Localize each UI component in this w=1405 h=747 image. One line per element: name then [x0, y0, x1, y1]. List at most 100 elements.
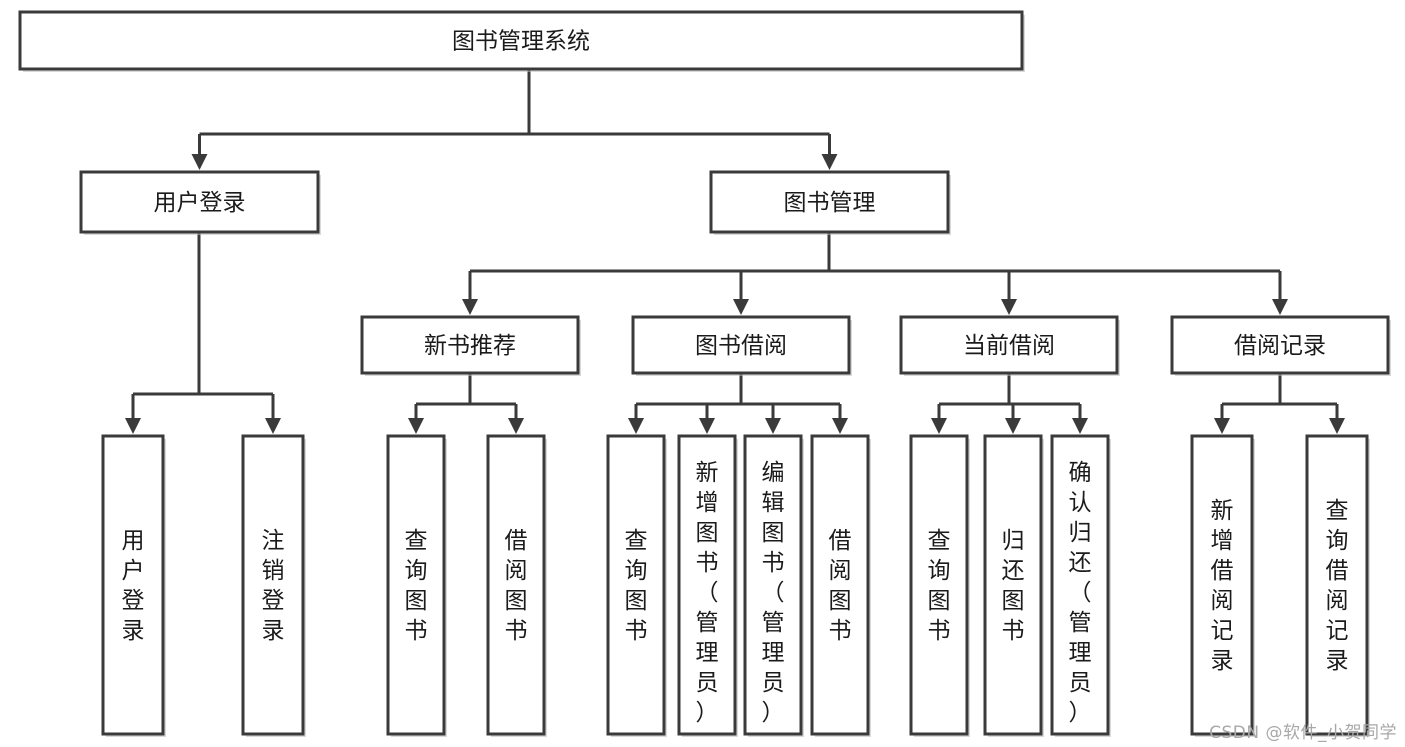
node-label-char: 管 — [696, 610, 719, 636]
node-label-user-login: 用户登录 — [154, 190, 246, 216]
node-label-char: 管 — [762, 610, 785, 636]
node-label-char: 户 — [122, 558, 145, 584]
node-label-char: 图 — [625, 588, 648, 614]
node-label-char: 图 — [696, 520, 719, 546]
node-label-char: 图 — [405, 588, 428, 614]
node-label-char: ） — [1069, 700, 1092, 726]
node-user-login[interactable]: 用户登录 — [79, 170, 321, 235]
node-label-char: 借 — [1211, 558, 1234, 584]
node-label-char: 编 — [762, 460, 785, 486]
node-label-char: 管 — [1069, 610, 1092, 636]
node-label-char: 借 — [829, 528, 852, 554]
node-label-char: 员 — [696, 670, 719, 696]
node-label-char: 登 — [122, 588, 145, 614]
node-label-char: 图 — [1002, 588, 1025, 614]
node-label-char: 阅 — [1326, 588, 1349, 614]
node-label-char: ） — [696, 700, 719, 726]
node-label-char: 查 — [928, 528, 951, 554]
node-label-char: 确 — [1069, 460, 1092, 486]
node-label-borrow-record: 借阅记录 — [1234, 333, 1326, 359]
node-label-char: 注 — [262, 528, 285, 554]
node-label-char: 登 — [262, 588, 285, 614]
node-label-char: （ — [696, 580, 719, 606]
node-label-char: 销 — [262, 558, 285, 584]
connector-new-book-recommend — [408, 373, 524, 434]
node-boxes: 图书管理系统用户登录图书管理新书推荐图书借阅当前借阅借阅记录用户登录注销登录查询… — [18, 10, 1391, 737]
node-current-borrow[interactable]: 当前借阅 — [899, 315, 1120, 376]
node-label-char: 员 — [762, 670, 785, 696]
connector-current-borrow — [931, 373, 1088, 434]
node-borrow-record[interactable]: 借阅记录 — [1170, 315, 1391, 376]
node-leaf-user-login[interactable]: 用户登录 — [101, 434, 166, 737]
node-label-char: 阅 — [505, 558, 528, 584]
node-new-book-recommend[interactable]: 新书推荐 — [360, 315, 581, 376]
node-book-manage[interactable]: 图书管理 — [709, 170, 951, 235]
node-label-char: 询 — [928, 558, 951, 584]
node-label-char: 书 — [505, 618, 528, 644]
node-label-char: 书 — [696, 550, 719, 576]
node-label-char: 图 — [928, 588, 951, 614]
node-label-char: 阅 — [1211, 588, 1234, 614]
node-root[interactable]: 图书管理系统 — [18, 10, 1025, 72]
node-label-char: 增 — [696, 490, 719, 516]
connector-borrow-record — [1214, 373, 1345, 434]
node-label-char: 理 — [696, 640, 719, 666]
node-label-char: 书 — [762, 550, 785, 576]
node-label-char: 阅 — [829, 558, 852, 584]
node-label-char: 图 — [829, 588, 852, 614]
csdn-watermark: CSDN @软件_小贺同学 — [1209, 723, 1397, 743]
node-label-char: 书 — [405, 618, 428, 644]
node-label-char: 询 — [405, 558, 428, 584]
node-label-char: 录 — [1326, 648, 1349, 674]
node-label-char: 用 — [122, 528, 145, 554]
node-label-char: 书 — [829, 618, 852, 644]
node-label-char: 还 — [1069, 550, 1092, 576]
node-label-char: 书 — [625, 618, 648, 644]
node-label-char: 查 — [1326, 498, 1349, 524]
node-label-char: 记 — [1211, 618, 1234, 644]
node-label-char: （ — [762, 580, 785, 606]
connector-user-login — [125, 232, 281, 434]
node-label-char: 员 — [1069, 670, 1092, 696]
connector-book-borrow — [628, 373, 848, 434]
node-label-char: 询 — [625, 558, 648, 584]
connector-book-manage — [462, 232, 1288, 315]
node-label-char: 借 — [505, 528, 528, 554]
node-label-char: 理 — [1069, 640, 1092, 666]
node-label-new-book-recommend: 新书推荐 — [424, 333, 516, 359]
node-label-char: 归 — [1002, 528, 1025, 554]
node-label-char: 增 — [1211, 528, 1234, 554]
node-label-char: 借 — [1326, 558, 1349, 584]
node-label-book-borrow: 图书借阅 — [695, 333, 787, 359]
node-label-char: 询 — [1326, 528, 1349, 554]
node-label-char: 新 — [696, 460, 719, 486]
node-label-char: 录 — [1211, 648, 1234, 674]
node-label-char: 图 — [762, 520, 785, 546]
node-label-char: ） — [762, 700, 785, 726]
node-label-book-manage: 图书管理 — [784, 190, 876, 216]
node-label-char: 记 — [1326, 618, 1349, 644]
node-label-char: 录 — [262, 618, 285, 644]
node-label-char: 新 — [1211, 498, 1234, 524]
node-book-borrow[interactable]: 图书借阅 — [631, 315, 852, 376]
node-label-current-borrow: 当前借阅 — [963, 333, 1055, 359]
node-label-char: 认 — [1069, 490, 1092, 516]
node-label-char: 录 — [122, 618, 145, 644]
node-label-char: 查 — [405, 528, 428, 554]
node-label-char: 图 — [505, 588, 528, 614]
node-label-char: 书 — [928, 618, 951, 644]
